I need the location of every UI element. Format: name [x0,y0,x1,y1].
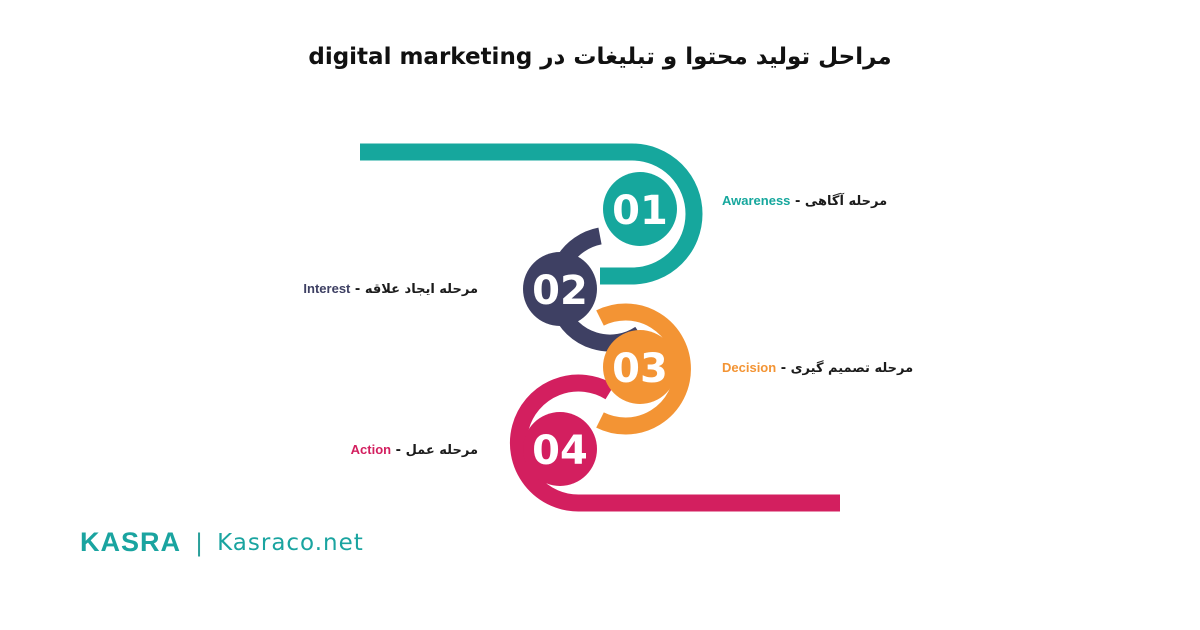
step-3-number: 03 [612,346,668,392]
step-2-number: 02 [532,268,588,314]
step-3-label: مرحله تصمیم گیری - Decision [722,360,913,376]
step-1-band [360,143,703,285]
brand-separator: | [195,528,204,557]
page-title: مراحل تولید محتوا و تبلیغات در digital m… [308,44,892,70]
step-2-node: 02 [523,252,597,326]
step-1-label: مرحله آگاهی - Awareness [722,193,887,209]
brand-footer: KASRA | Kasraco.net [80,527,364,558]
step-1-label-fa: مرحله آگاهی - [794,194,888,209]
step-4-label-en: Action [350,442,392,457]
step-2-label: مرحله ایجاد علاقه - Interest [303,281,478,297]
step-3-label-en: Decision [722,360,777,375]
step-4-node: 04 [523,412,597,486]
step-4-number: 04 [532,428,588,474]
step-2-label-en: Interest [303,281,351,296]
step-1-number: 01 [612,188,668,234]
step-1-label-en: Awareness [722,193,791,208]
step-4-label: مرحله عمل - Action [351,442,478,458]
step-3-node: 03 [603,330,677,404]
brand-url[interactable]: Kasraco.net [217,529,364,556]
step-4-band [509,374,840,512]
kasra-logo-icon: KASRA [80,527,182,557]
step-2-label-fa: مرحله ایجاد علاقه - [354,282,478,297]
step-4-label-fa: مرحله عمل - [395,443,478,458]
step-3-band [596,303,691,435]
step-1-node: 01 [603,172,677,246]
step-3-label-fa: مرحله تصمیم گیری - [780,361,914,376]
